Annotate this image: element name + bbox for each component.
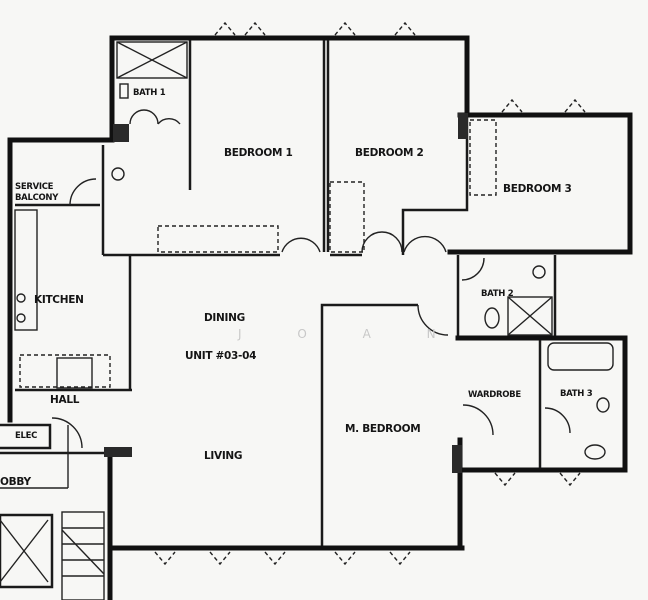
label-service-balcony-line1: SERVICE bbox=[15, 182, 54, 192]
watermark: J O A N bbox=[238, 327, 462, 341]
label-bedroom3: BEDROOM 3 bbox=[503, 183, 572, 195]
label-unit: UNIT #03-04 bbox=[185, 350, 257, 362]
label-bedroom1: BEDROOM 1 bbox=[224, 147, 293, 159]
windows bbox=[154, 21, 586, 566]
label-bath2: BATH 2 bbox=[481, 289, 514, 299]
walls bbox=[0, 35, 633, 600]
label-dining: DINING bbox=[204, 312, 245, 324]
label-service-balcony-line2: BALCONY bbox=[15, 193, 59, 203]
kitchen-counter bbox=[14, 209, 93, 389]
sinks bbox=[111, 167, 610, 460]
label-bedroom2: BEDROOM 2 bbox=[355, 147, 424, 159]
label-lobby: OBBY bbox=[0, 476, 31, 488]
wardrobes bbox=[19, 119, 497, 388]
bath3-tub bbox=[547, 342, 614, 371]
columns bbox=[104, 113, 468, 473]
label-kitchen: KITCHEN bbox=[34, 294, 84, 306]
label-elec: ELEC bbox=[15, 431, 38, 441]
bath1-fixtures bbox=[116, 41, 188, 125]
label-master-bedroom: M. BEDROOM bbox=[345, 423, 421, 435]
label-hall: HALL bbox=[50, 394, 80, 406]
label-bath1: BATH 1 bbox=[133, 88, 166, 98]
lift-and-stairs bbox=[0, 425, 105, 600]
bath2-shower bbox=[507, 296, 553, 336]
label-bath3: BATH 3 bbox=[560, 389, 593, 399]
label-living: LIVING bbox=[204, 450, 243, 462]
door-swings bbox=[51, 178, 571, 449]
label-wardrobe: WARDROBE bbox=[468, 390, 521, 400]
